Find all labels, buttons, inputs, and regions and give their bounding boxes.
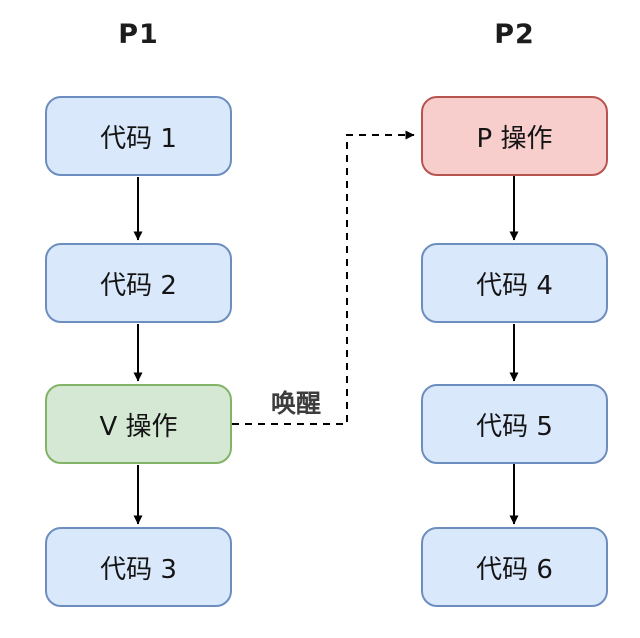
node-v-operation: V 操作	[45, 384, 232, 464]
process-title-p1: P1	[118, 19, 159, 50]
node-code-3: 代码 3	[45, 527, 232, 607]
node-p-operation: P 操作	[421, 96, 608, 176]
dashed-wake-arrow	[232, 130, 415, 425]
wake-edge-label: 唤醒	[271, 389, 322, 418]
process-title-p2: P2	[494, 19, 535, 50]
node-code-5: 代码 5	[421, 384, 608, 464]
node-code-1: 代码 1	[45, 96, 232, 176]
node-code-6: 代码 6	[421, 527, 608, 607]
node-code-2: 代码 2	[45, 243, 232, 323]
node-code-4: 代码 4	[421, 243, 608, 323]
